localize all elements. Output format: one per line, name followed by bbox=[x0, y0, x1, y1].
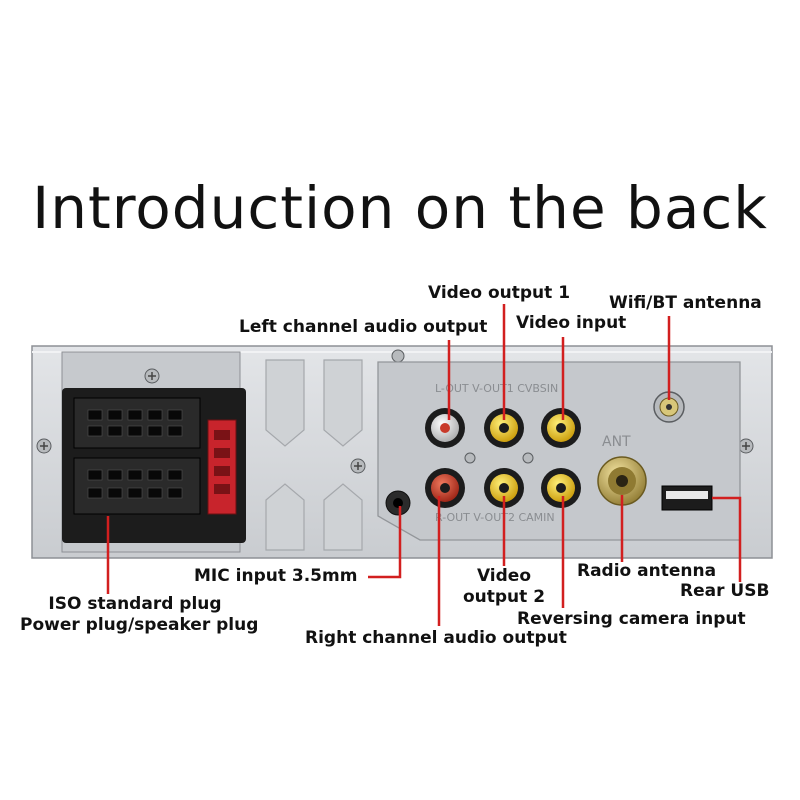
label-right-channel-audio-output: Right channel audio output bbox=[305, 628, 567, 648]
rca-video-out-2-icon bbox=[484, 468, 524, 508]
leader-lines bbox=[106, 304, 742, 626]
rca-right-audio-out-icon bbox=[425, 468, 465, 508]
label-left-channel-audio-output: Left channel audio output bbox=[239, 317, 488, 337]
mounting-screw-left-icon bbox=[36, 438, 52, 454]
label-video-output-2-line1: Video bbox=[476, 566, 532, 586]
top-screw-icon bbox=[391, 349, 405, 363]
rca-video-out-1-icon bbox=[484, 408, 524, 448]
label-iso-plug-line1: ISO standard plug bbox=[48, 594, 222, 614]
bottom-row-marking: R-OUT V-OUT2 CAMIN bbox=[435, 511, 555, 524]
antenna-marking: ANT bbox=[602, 434, 631, 450]
mounting-screw-right-icon bbox=[738, 438, 754, 454]
rca-camera-in-icon bbox=[541, 468, 581, 508]
label-radio-antenna: Radio antenna bbox=[577, 561, 717, 581]
label-iso-plug: ISO standard plug Power plug/speaker plu… bbox=[20, 594, 259, 636]
label-iso-plug-line2: Power plug/speaker plug bbox=[20, 615, 259, 635]
usb-port-icon bbox=[661, 485, 713, 511]
label-video-output-2-line2: output 2 bbox=[462, 587, 546, 607]
top-row-marking: L-OUT V-OUT1 CVBSIN bbox=[435, 382, 558, 395]
radio-antenna-socket-icon bbox=[597, 456, 647, 506]
center-screw-icon bbox=[350, 458, 366, 474]
iso-connector-icon bbox=[61, 351, 246, 553]
label-rear-usb: Rear USB bbox=[680, 581, 770, 601]
label-video-output-1: Video output 1 bbox=[428, 283, 571, 303]
label-reversing-camera-input: Reversing camera input bbox=[517, 609, 746, 629]
rca-video-in-icon bbox=[541, 408, 581, 448]
label-mic-input: MIC input 3.5mm bbox=[194, 566, 358, 586]
label-video-output-2: Video output 2 bbox=[449, 566, 559, 608]
mic-jack-icon bbox=[385, 490, 411, 516]
label-video-input: Video input bbox=[516, 313, 627, 333]
vent-slots-icon bbox=[265, 359, 363, 551]
av-recess bbox=[377, 361, 741, 541]
label-wifi-bt-antenna: Wifi/BT antenna bbox=[609, 293, 762, 313]
page-title: Introduction on the back bbox=[32, 174, 768, 242]
rca-left-audio-out-icon bbox=[425, 408, 465, 448]
